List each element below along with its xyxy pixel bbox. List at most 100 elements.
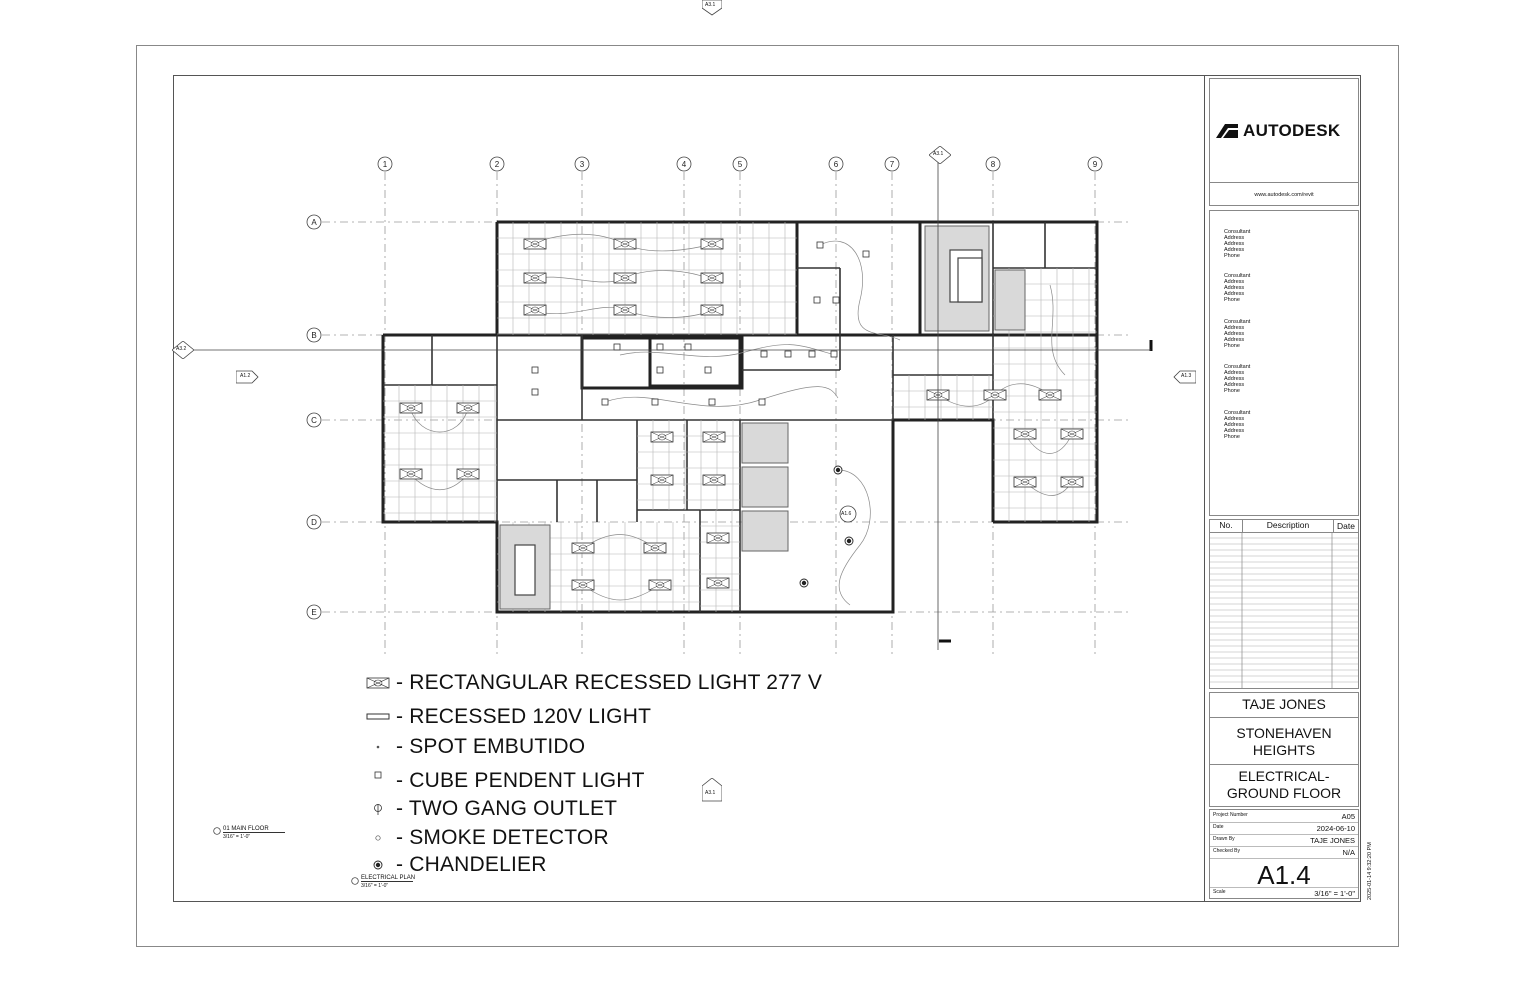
rect-recessed-light (399, 468, 423, 480)
legend-item: - RECESSED 120V LIGHT (362, 703, 651, 731)
grid-label: 2 (495, 160, 500, 169)
rect-recessed-light (648, 579, 672, 591)
cube-pendant-light (613, 343, 621, 351)
grid-label: 1 (383, 160, 388, 169)
grid-label: 9 (1093, 160, 1098, 169)
website-link[interactable]: www.autodesk.com/revit (1254, 192, 1314, 198)
grid-label: 7 (890, 160, 895, 169)
rect-recessed-light (399, 402, 423, 414)
project-name: STONEHAVEN HEIGHTS (1236, 725, 1332, 758)
section-mark-center[interactable]: A1.6 (839, 505, 857, 523)
rect-recessed-light (523, 272, 547, 284)
grid-label: 8 (991, 160, 996, 169)
cube-pendant-light (684, 343, 692, 351)
cube-pendant-light (531, 366, 539, 374)
section-mark-top[interactable]: A3.1 (701, 0, 723, 16)
smoke-icon (362, 828, 394, 848)
cube-pendant-lights (531, 241, 870, 406)
autodesk-logo-icon (1216, 124, 1238, 138)
rect-recessed-light (456, 402, 480, 414)
website-box: www.autodesk.com/revit (1209, 183, 1359, 206)
grid-bubble-column: 3 (574, 156, 590, 172)
legend-item: - CUBE PENDENT LIGHT (362, 767, 645, 795)
revision-header: No. Description Date (1210, 520, 1358, 533)
sheet-title-box: ELECTRICAL- GROUND FLOOR (1209, 765, 1359, 807)
cube-pendant-light (708, 398, 716, 406)
sheet-number: A1.4 (1257, 860, 1311, 890)
grid-bubble-column: 1 (377, 156, 393, 172)
grid-bubble-row: B (306, 327, 322, 343)
autodesk-logo: AUTODESK (1216, 121, 1341, 141)
grid-label: 3 (580, 160, 585, 169)
rect-recessed-light (1060, 476, 1084, 488)
legend-item: - TWO GANG OUTLET (362, 795, 617, 823)
dimension-ticks (939, 340, 1153, 643)
chandeliers (799, 465, 854, 588)
rect-recessed-light (523, 238, 547, 250)
stair (514, 249, 983, 596)
print-timestamp: 2025-01-14 9:32:20 PM (1367, 842, 1373, 900)
sheet-border (136, 45, 1399, 947)
rect-recessed-icon (362, 673, 394, 693)
grid-label: E (311, 608, 316, 617)
rect-recessed-light (706, 532, 730, 544)
cube-pendant-light (862, 250, 870, 258)
grid-bubble-row: A (306, 214, 322, 230)
owner-name: TAJE JONES (1242, 696, 1326, 712)
section-mark-cut[interactable]: A3.1 (928, 145, 952, 165)
grid-bubble-column: 5 (732, 156, 748, 172)
title-block: AUTODESK www.autodesk.com/revit Consulta… (1204, 75, 1361, 902)
grid-bubble-column: 2 (489, 156, 505, 172)
legend-item: - SMOKE DETECTOR (362, 824, 609, 852)
legend-item: - CHANDELIER (362, 851, 547, 879)
drawing-frame (173, 75, 1361, 902)
rect-recessed-light (700, 238, 724, 250)
rect-recessed-light (1060, 428, 1084, 440)
rect-recessed-light (706, 577, 730, 589)
rect-recessed-light (571, 579, 595, 591)
legend-item: - RECTANGULAR RECESSED LIGHT 277 V (362, 669, 822, 697)
rectangular-recessed-lights (399, 238, 1084, 591)
grid-label: 4 (682, 160, 687, 169)
rect-recessed-light (700, 304, 724, 316)
cube-pendant-light (656, 366, 664, 374)
grid-bubble-column: 4 (676, 156, 692, 172)
grid-label: 6 (834, 160, 839, 169)
rect-recessed-light (643, 542, 667, 554)
grid-label: C (311, 416, 317, 425)
recessed-120v-icon (362, 707, 394, 727)
chandelier (799, 578, 809, 588)
revision-table: No. Description Date (1209, 519, 1359, 689)
chandelier (844, 536, 854, 546)
grid-bubble-column: 6 (828, 156, 844, 172)
logo-box: AUTODESK (1209, 78, 1359, 183)
elevation-mark-right[interactable]: A1.3 (1172, 369, 1197, 385)
owner-project-box: TAJE JONES STONEHAVEN HEIGHTS (1209, 692, 1359, 765)
grid-bubble-row: E (306, 604, 322, 620)
spot-icon (362, 737, 394, 757)
rect-recessed-light (571, 542, 595, 554)
section-mark-bottom[interactable]: A3.1 (701, 777, 723, 802)
rect-recessed-light (650, 431, 674, 443)
cube-pendant-light (830, 350, 838, 358)
grid-label: 5 (738, 160, 743, 169)
cube-pendant-light (531, 388, 539, 396)
chandelier-icon (362, 855, 394, 875)
section-mark-left[interactable]: A3.2 (171, 340, 195, 360)
cube-pendant-light (808, 350, 816, 358)
elevation-mark-left[interactable]: A1.2 (235, 369, 260, 385)
rect-recessed-light (613, 304, 637, 316)
revision-rows (1210, 532, 1358, 688)
grid-label: B (311, 331, 316, 340)
outlet-icon (362, 799, 394, 819)
rect-recessed-light (523, 304, 547, 316)
